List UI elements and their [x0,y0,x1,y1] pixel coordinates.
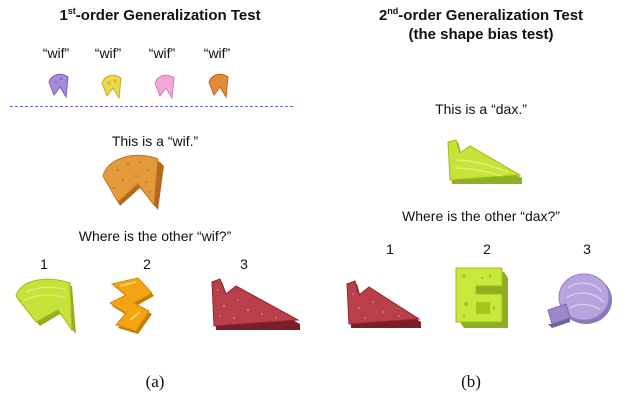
wif-exemplar-purple [48,73,69,99]
wif-exemplar-orange [208,73,229,99]
panel-a-choice-number-3: 3 [240,256,248,272]
panel-b-caption: (b) [461,372,481,391]
panel-b-choice-number-1: 1 [386,241,394,257]
panel-b-choice-number-3: 3 [583,241,591,257]
cheese-block-choice[interactable] [454,264,510,330]
panel-a-question: Where is the other “wif?” [78,228,232,244]
gold-twist-choice[interactable] [108,276,164,338]
panel-b-title: 2nd-order Generalization Test (the shape… [346,6,616,44]
exemplar-label-2: “wif” [94,45,122,61]
panel-a-title-number: 1 [59,7,68,24]
panel-a-caption: (a) [145,372,165,391]
exemplar-label-4: “wif” [203,45,231,61]
panel-b-title-line2: (the shape bias test) [408,26,554,43]
panel-a-choice-number-2: 2 [143,256,151,272]
panel-a-target-text: This is a “wif.” [111,133,199,149]
panel-b-target-text: This is a “dax.” [435,101,527,117]
wif-exemplar-yellow [101,74,122,100]
panel-b-title-number: 2 [378,7,388,24]
wif-exemplar-pink [154,74,175,100]
wif-target-orange-sponge [102,154,164,210]
lavender-shape-choice[interactable] [544,270,616,334]
exemplar-label-1: “wif” [42,45,70,61]
exemplar-label-3: “wif” [148,45,176,61]
dashed-divider [10,106,293,107]
panel-b-title-superscript: nd [387,6,399,16]
panel-a-title-superscript: st [67,6,76,16]
wif-choice-lime[interactable] [14,276,80,336]
dax-target-lime [447,139,522,184]
panel-b-title-text: -order Generalization Test [398,7,584,24]
red-sponge-choice[interactable] [208,276,304,332]
panel-a-title: 1st-order Generalization Test [0,6,320,25]
panel-b-question: Where is the other “dax?” [402,208,560,224]
panel-a-title-text: -order Generalization Test [75,7,261,24]
dax-choice-red-sponge[interactable] [343,278,423,330]
panel-b-choice-number-2: 2 [483,241,491,257]
panel-b-title-line1: 2nd-order Generalization Test [346,6,616,25]
panel-a-choice-number-1: 1 [40,256,48,272]
